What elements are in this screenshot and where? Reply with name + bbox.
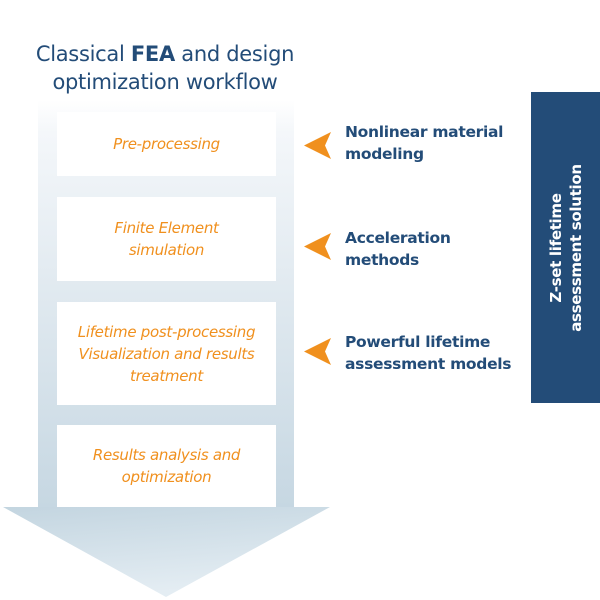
solution-panel: Z-set lifetime assessment solution [531,92,600,403]
step-label: Finite Element simulation [114,219,219,259]
step-label: Results analysis and optimization [92,446,241,486]
arrow-left-icon [304,132,331,159]
arrow-left-icon [304,338,331,365]
workflow-step-preprocessing: Pre-processing [57,112,276,176]
arrow-head [3,507,330,597]
solution-panel-label: Z-set lifetime assessment solution [546,163,585,332]
workflow-step-lifetime-postprocessing: Lifetime post-processing Visualization a… [57,302,276,405]
feature-lifetime-assessment-models: Powerful lifetime assessment models [345,333,512,373]
step-label: Lifetime post-processing Visualization a… [77,322,256,385]
arrow-left-icon [304,233,331,260]
title-prefix: Classical [35,42,131,66]
title-emphasis: FEA [130,42,175,66]
workflow-step-fe-simulation: Finite Element simulation [57,197,276,281]
feature-acceleration-methods: Acceleration methods [345,229,451,269]
title-suffix: and design [174,42,295,66]
step-label: Pre-processing [113,135,220,153]
workflow-step-results-analysis: Results analysis and optimization [57,425,276,507]
diagram-title: Classical FEA and design optimization wo… [0,40,330,96]
title-line2: optimization workflow [52,70,278,94]
feature-nonlinear-material-modeling: Nonlinear material modeling [345,123,504,163]
